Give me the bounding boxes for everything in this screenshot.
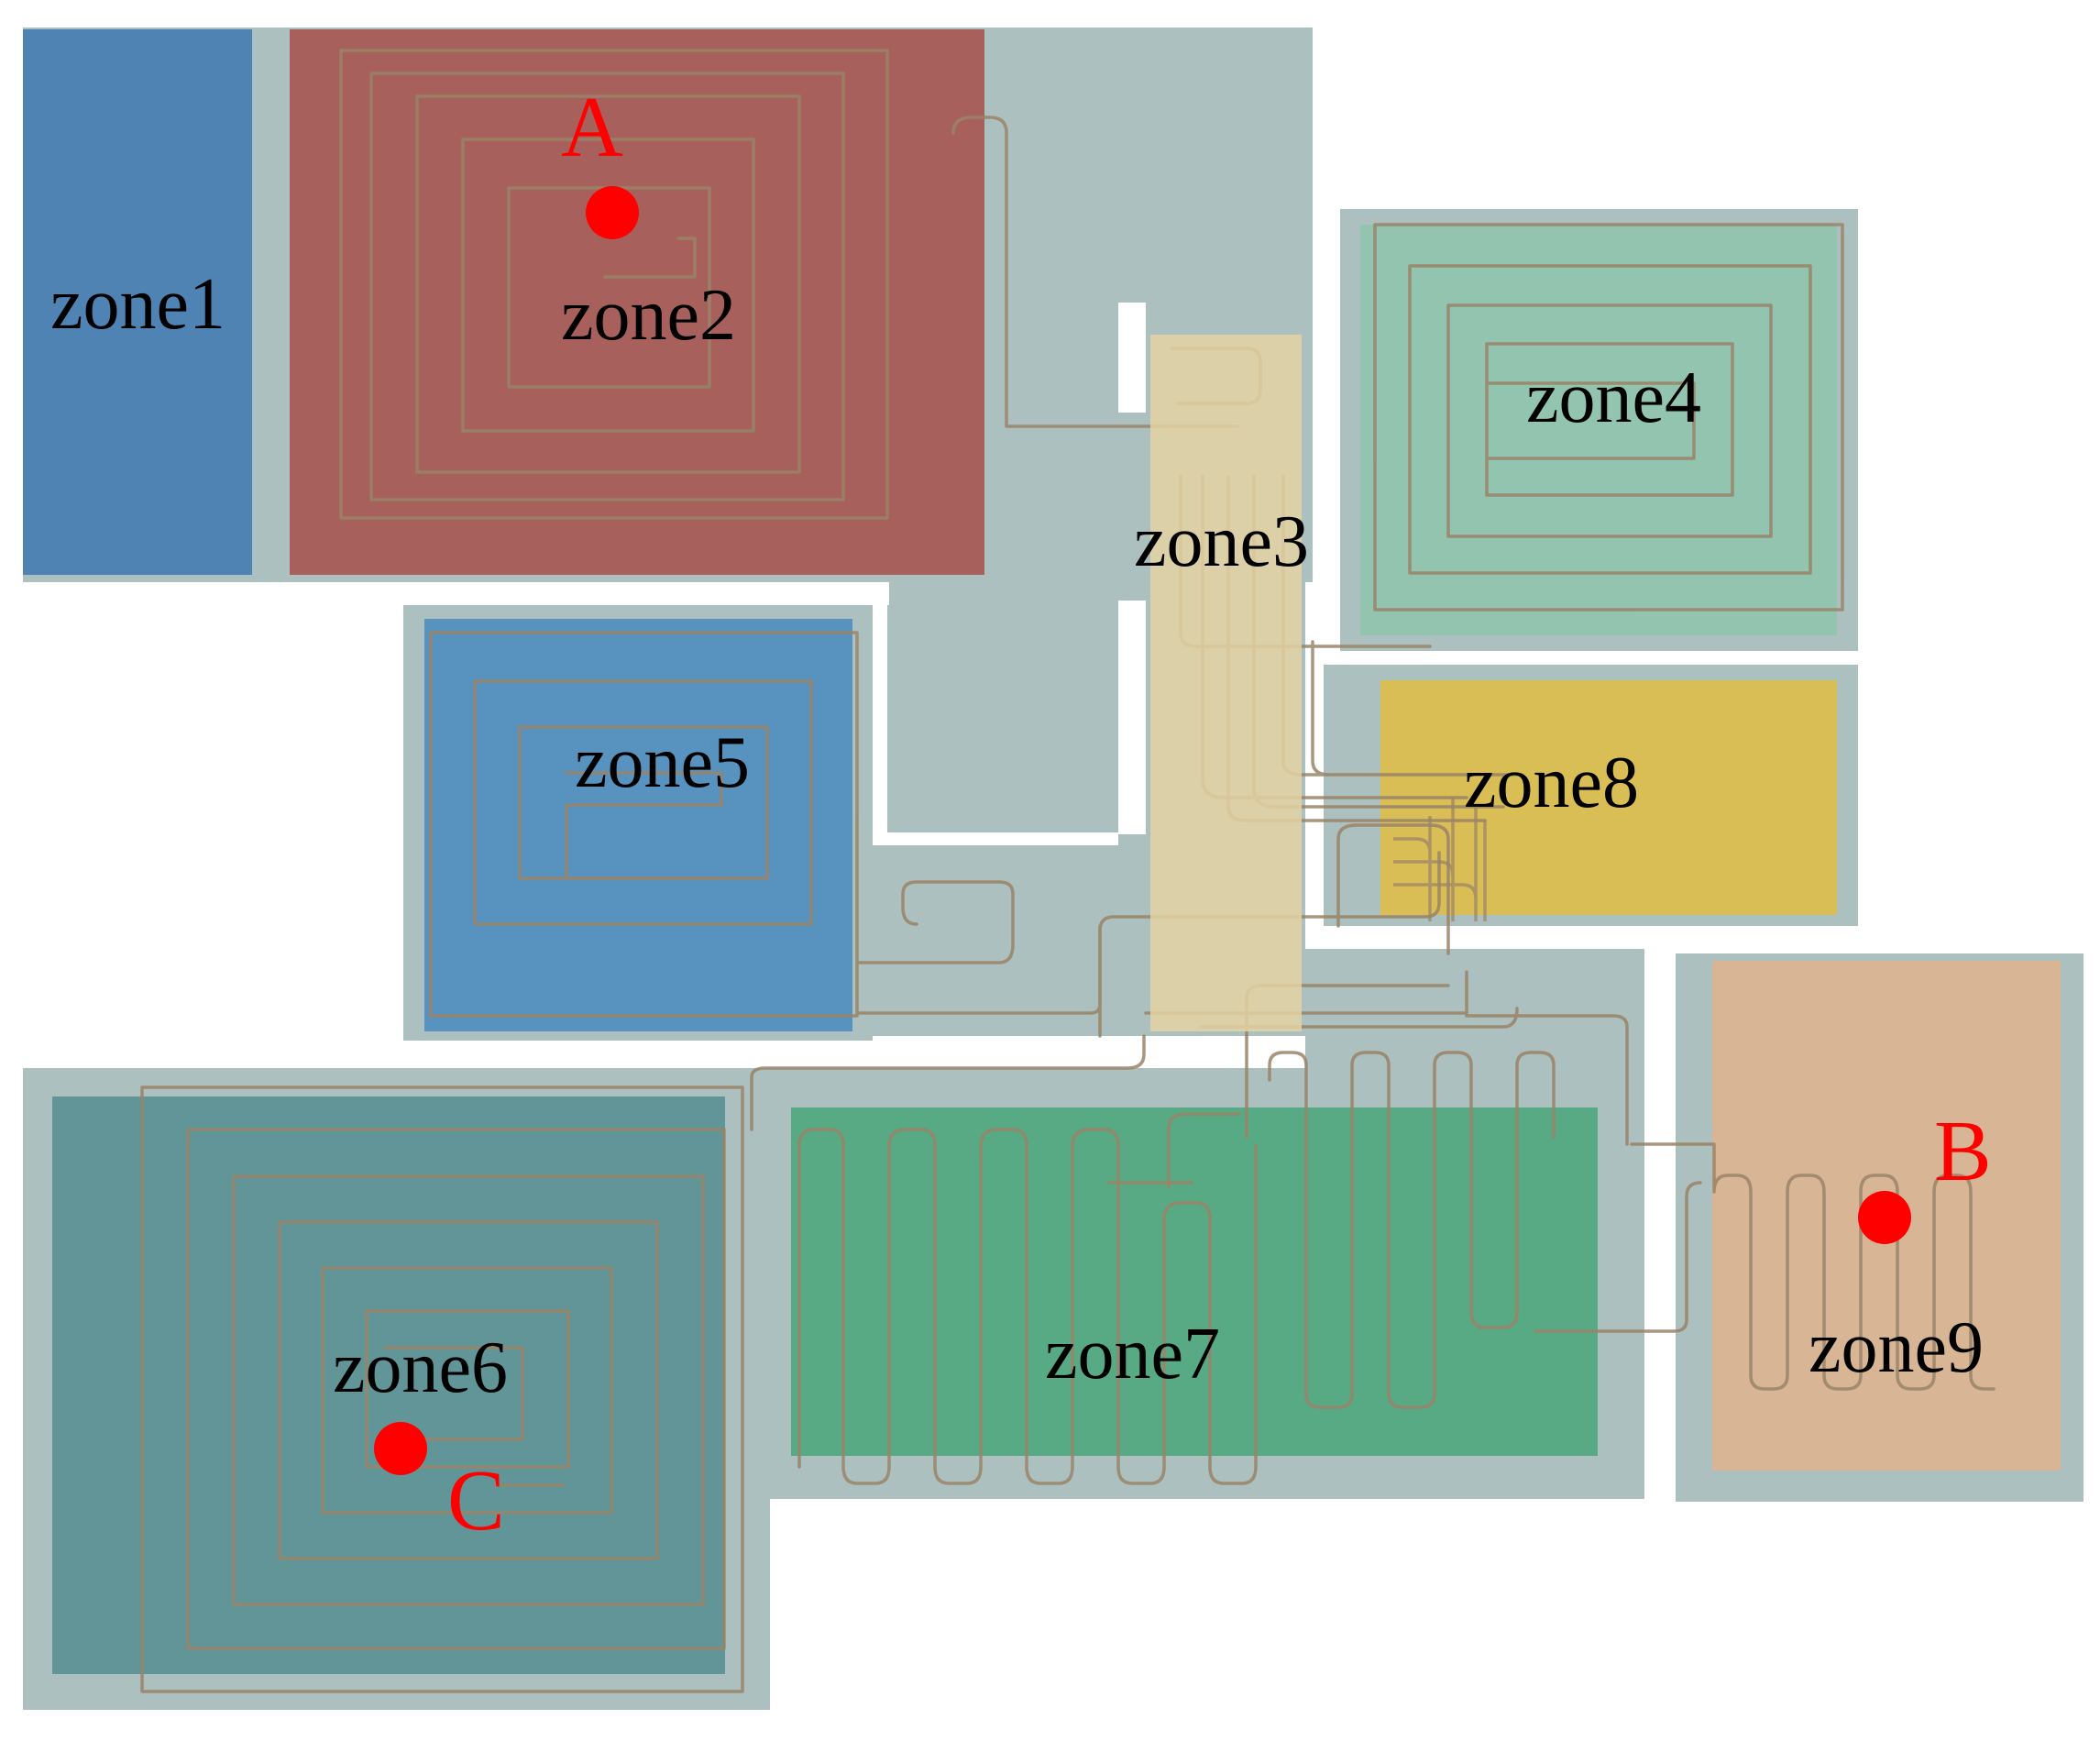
zone2-label: zone2 <box>561 275 736 356</box>
zone2-area <box>290 29 984 575</box>
point-b-label: B <box>1934 1104 1992 1199</box>
zone-fills <box>23 29 2061 1674</box>
point-a-marker <box>586 186 639 239</box>
point-a-label: A <box>561 80 623 175</box>
zone1-label: zone1 <box>50 264 225 345</box>
zone6-label: zone6 <box>333 1328 508 1408</box>
zone3-label: zone3 <box>1134 501 1309 582</box>
point-c-label: C <box>447 1453 505 1548</box>
zone8-label: zone8 <box>1464 743 1639 823</box>
zone3-area <box>1150 335 1302 1031</box>
zone7-label: zone7 <box>1045 1314 1220 1394</box>
zone9-label: zone9 <box>1809 1307 1984 1388</box>
zone-labels: zone1 zone2 zone3 zone4 zone5 zone6 zone… <box>50 264 1984 1408</box>
walls <box>23 28 2100 1736</box>
point-b-marker <box>1858 1191 1911 1244</box>
measurement-points: A B C <box>374 80 1992 1548</box>
zone1-area <box>23 29 252 575</box>
point-c-marker <box>374 1422 427 1475</box>
zone4-label: zone4 <box>1526 358 1701 438</box>
zone4-area <box>1360 225 1837 635</box>
zone5-label: zone5 <box>575 722 750 803</box>
zone7-area <box>791 1107 1598 1456</box>
zone8-pipes <box>1393 798 1487 921</box>
zone5-area <box>424 619 852 1031</box>
